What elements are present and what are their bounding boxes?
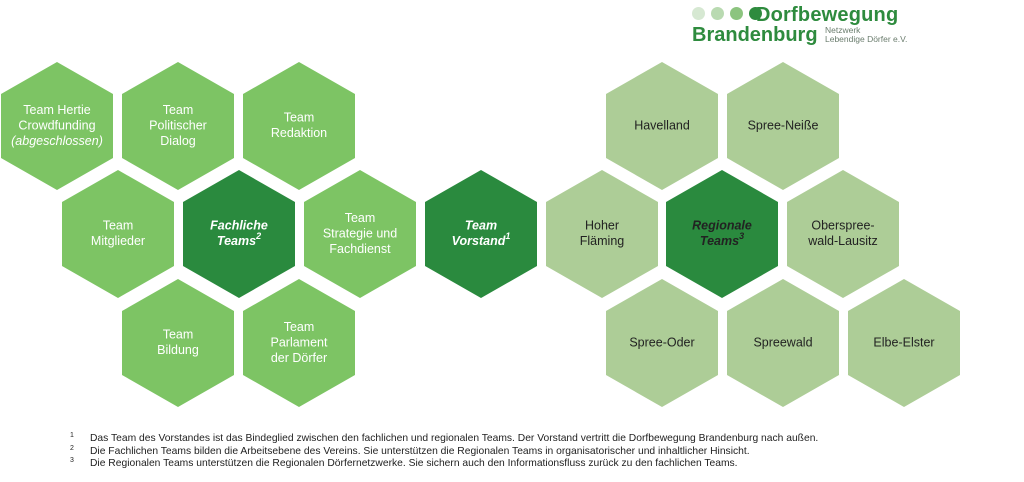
footnote-3: 3 Die Regionalen Teams unterstützen die …	[70, 457, 1010, 471]
hex-label-line: Fachdienst	[329, 242, 391, 256]
hex-label-line: Teams3	[700, 231, 744, 248]
hex-label-line: wald-Lausitz	[807, 234, 877, 248]
hex-label-line: Team	[103, 219, 134, 233]
hexagon-shape	[122, 62, 234, 190]
hex-label-line: Elbe-Elster	[873, 335, 934, 349]
dorfbewegung-logo: Dorfbewegung Brandenburg Netzwerk Lebend…	[690, 4, 920, 48]
hex-label-line: Spreewald	[753, 335, 812, 349]
hex-label-line: Bildung	[157, 343, 199, 357]
hexagon-shape	[787, 170, 899, 298]
logo-subtitle-line1: Netzwerk	[825, 25, 861, 35]
hex-label-line: Team	[163, 103, 194, 117]
hex-label-line: Havelland	[634, 118, 690, 132]
logo-dot	[730, 7, 743, 20]
hexagon-shape	[183, 170, 295, 298]
hex-label-line: Parlament	[271, 335, 328, 349]
hexagon-shape	[243, 279, 355, 407]
hex-label-line: Dialog	[160, 134, 195, 148]
hex-spree-oder: Spree-Oder	[606, 279, 718, 407]
footnote-number: 3	[70, 457, 74, 464]
hexagon-shape	[425, 170, 537, 298]
hex-label-line: Hoher	[585, 219, 619, 233]
footnote-reference: 2	[255, 231, 261, 241]
logo-subtitle: Netzwerk Lebendige Dörfer e.V.	[825, 26, 907, 44]
hexagon-shape	[546, 170, 658, 298]
logo-subtitle-line2: Lebendige Dörfer e.V.	[825, 34, 908, 44]
hexagon-shape	[1, 62, 113, 190]
hex-label-line: Teams2	[217, 231, 261, 248]
hex-label-line: Fachliche	[210, 219, 268, 233]
hexagon-shape	[304, 170, 416, 298]
hex-label-line: Team	[163, 328, 194, 342]
footnote-reference: 3	[739, 231, 744, 241]
footnote-text: Das Team des Vorstandes ist das Bindegli…	[90, 433, 819, 444]
hexagon-shape	[62, 170, 174, 298]
footnote-text: Die Fachlichen Teams bilden die Arbeitse…	[90, 445, 750, 457]
hexagon-shape	[727, 279, 839, 407]
logo-dot	[692, 7, 705, 20]
hex-label-line: Team	[345, 211, 376, 225]
hex-label-line: Fläming	[580, 234, 625, 248]
hex-label-line: Politischer	[149, 118, 207, 132]
hex-label-line: Mitglieder	[91, 234, 145, 248]
hex-label-line: Oberspree-	[811, 219, 874, 233]
hex-havelland: Havelland	[606, 62, 718, 190]
hexagon-shape	[666, 170, 778, 298]
hex-oberspreewald-lausitz: Oberspree-wald-Lausitz	[787, 170, 899, 298]
footnote-text: Die Regionalen Teams unterstützen die Re…	[90, 458, 738, 469]
hex-label-line: Regionale	[692, 219, 752, 233]
hex-label-line: Team	[284, 111, 315, 125]
hex-label-line: Team	[284, 320, 315, 334]
hex-elbe-elster: Elbe-Elster	[848, 279, 960, 407]
footnotes: 1 Das Team des Vorstandes ist das Bindeg…	[70, 432, 1010, 471]
footnote-number: 1	[70, 432, 74, 439]
hex-label-line: (abgeschlossen)	[11, 134, 103, 148]
hex-label-line: Team	[465, 219, 497, 233]
hexagon-shape	[122, 279, 234, 407]
footnote-reference: 1	[505, 231, 510, 241]
logo-title-line2: Brandenburg	[692, 24, 818, 46]
logo-dots	[692, 7, 762, 20]
hexagon-shape	[606, 62, 718, 190]
logo-title-line1: Dorfbewegung	[756, 4, 899, 26]
footnote-1: 1 Das Team des Vorstandes ist das Bindeg…	[70, 432, 1010, 446]
hexagon-shape	[727, 62, 839, 190]
hex-label-line: Spree-Neiße	[748, 118, 819, 132]
logo-dot	[711, 7, 724, 20]
hexagon-shape	[606, 279, 718, 407]
hex-label-line: Vorstand1	[452, 231, 511, 248]
hex-spree-neisse: Spree-Neiße	[727, 62, 839, 190]
hex-label-line: Spree-Oder	[629, 335, 694, 349]
hex-label-line: der Dörfer	[271, 351, 327, 365]
hex-label-line: Strategie und	[323, 226, 397, 240]
hex-label-line: Crowdfunding	[18, 118, 95, 132]
footnote-number: 2	[70, 444, 74, 452]
hex-spreewald: Spreewald	[727, 279, 839, 407]
hexagon-shape	[848, 279, 960, 407]
footnote-2: 2 Die Fachlichen Teams bilden die Arbeit…	[70, 444, 1010, 459]
hexagon-shape	[243, 62, 355, 190]
logo-dot	[749, 7, 762, 20]
hex-label-line: Team Hertie	[23, 103, 90, 117]
hex-label-line: Redaktion	[271, 126, 327, 140]
